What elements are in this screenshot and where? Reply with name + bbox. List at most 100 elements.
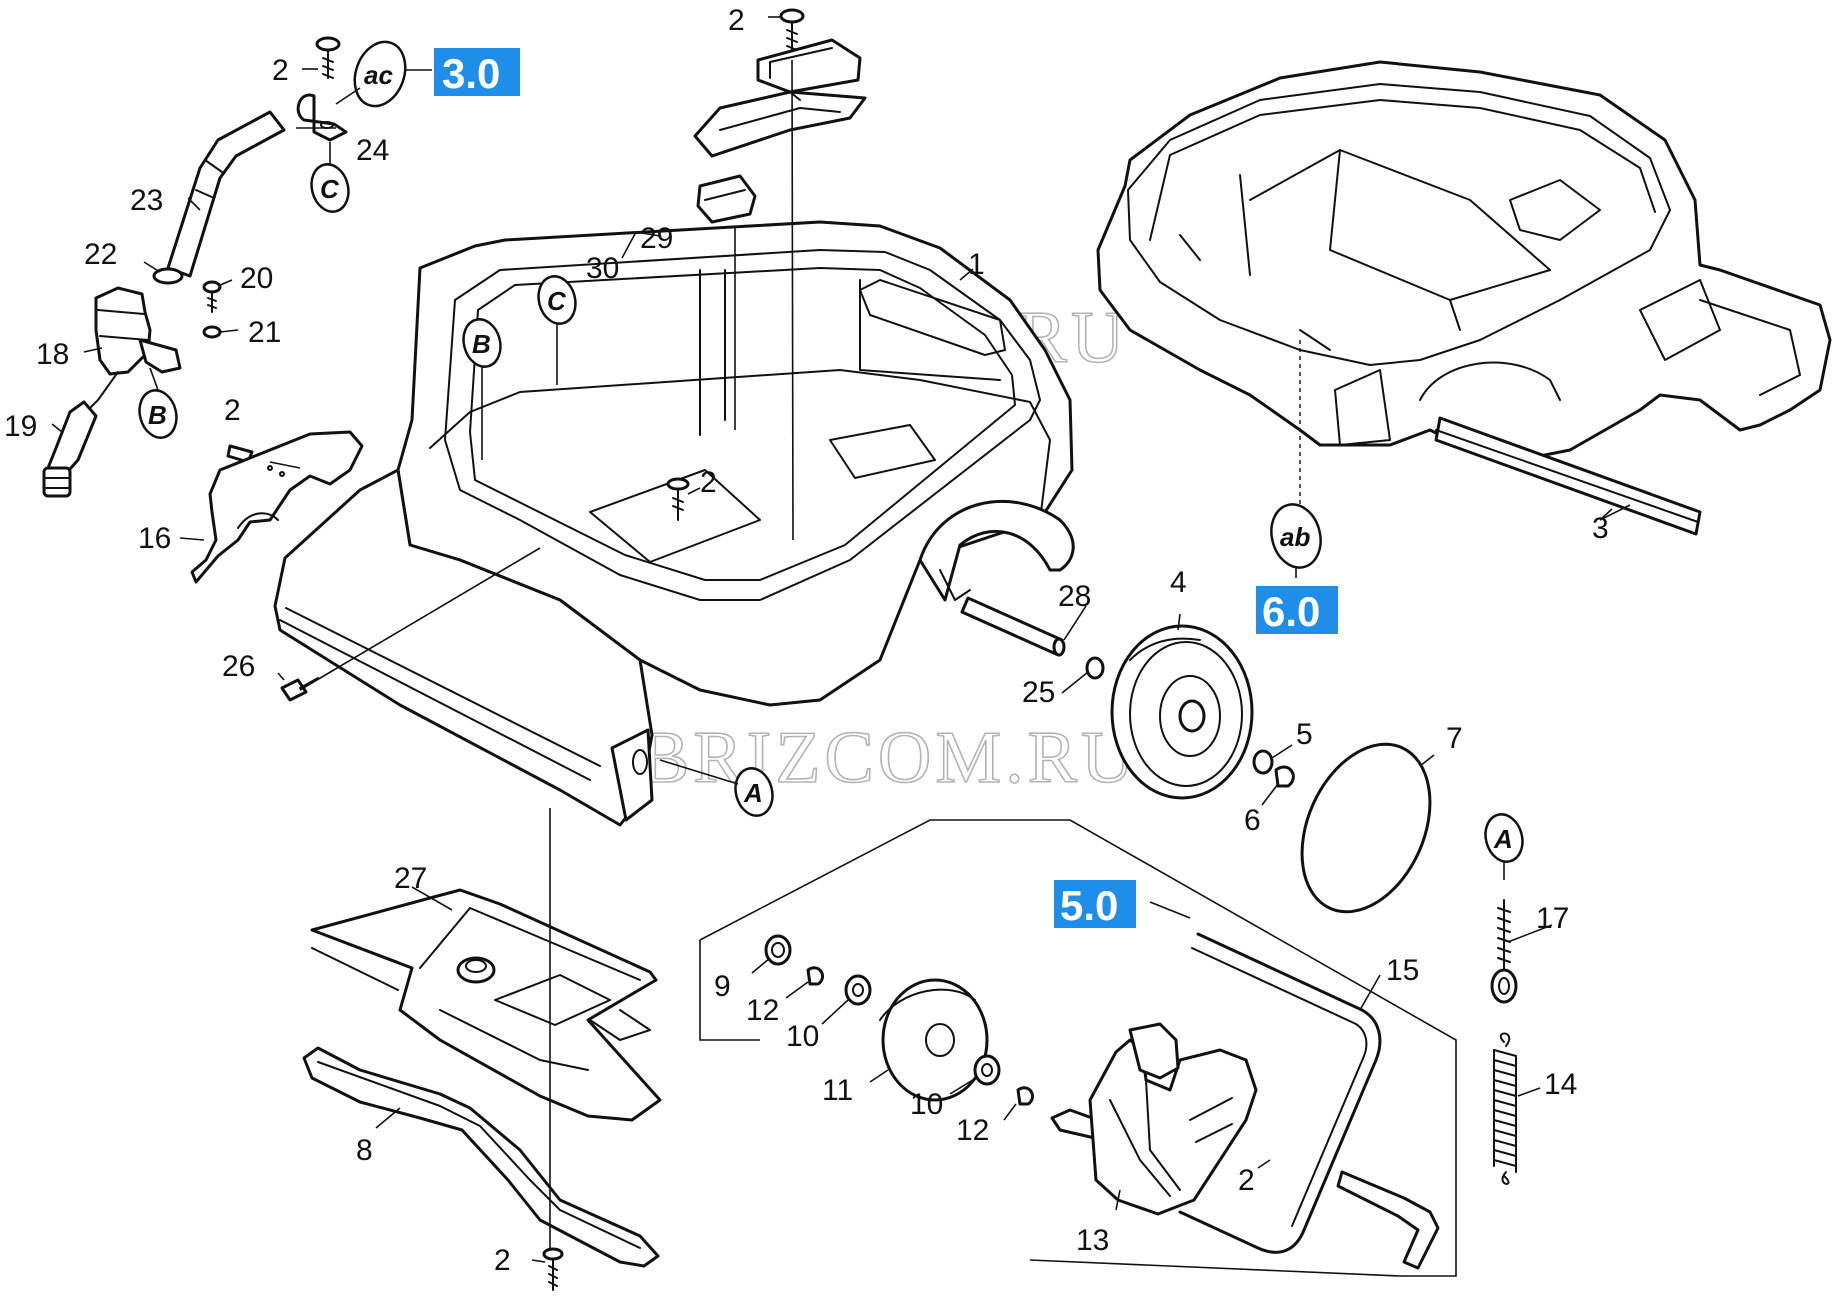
label-7: 7 (1446, 722, 1463, 755)
section-box-6-0: 6.0 (1256, 586, 1338, 635)
ref-B-left: B (138, 367, 178, 439)
label-12-upper: 12 (746, 994, 779, 1027)
part-17-eye-bolt (1490, 899, 1518, 1004)
label-2-hose: 2 (272, 54, 289, 87)
callout-numbers: 1 2 2 2 2 2 2 3 4 5 6 7 8 9 10 10 11 12 … (4, 4, 1609, 1277)
label-8: 8 (356, 1134, 373, 1167)
label-16: 16 (138, 522, 171, 555)
part-10-washer-lower (973, 1054, 1001, 1086)
part-28-axle (960, 596, 1066, 657)
watermark-lower: BRIZCOM.RU (640, 717, 1138, 799)
part-23-hose (166, 110, 286, 278)
label-26: 26 (222, 650, 255, 683)
part-5-washer (1252, 749, 1274, 775)
cover-plate-top (693, 38, 867, 224)
label-20: 20 (240, 262, 273, 295)
label-22: 22 (84, 238, 117, 271)
label-2-top: 2 (728, 4, 745, 37)
ref-C-top: C (310, 142, 350, 213)
svg-text:B: B (148, 400, 167, 430)
svg-text:C: C (547, 286, 567, 316)
ref-ab: ab (1270, 503, 1322, 578)
label-14: 14 (1544, 1068, 1577, 1101)
label-10-upper: 10 (786, 1020, 819, 1053)
connector-screw-plate (791, 59, 794, 541)
label-3: 3 (1592, 512, 1609, 545)
svg-text:C: C (320, 174, 340, 204)
svg-text:ac: ac (364, 60, 393, 90)
part-16-bracket-plate (190, 430, 364, 584)
front-bumper (273, 468, 654, 827)
ref-A-bumper: A (659, 759, 774, 817)
label-30: 30 (586, 252, 619, 285)
label-2-wheel-holder: 2 (1238, 1164, 1255, 1197)
screw-26 (280, 677, 319, 702)
label-11: 11 (822, 1074, 853, 1107)
part-18-valve (87, 286, 182, 411)
label-1: 1 (968, 248, 985, 281)
svg-text:3.0: 3.0 (442, 50, 500, 97)
label-2-bracket: 2 (224, 394, 241, 427)
part-8-seal-strip (302, 1046, 660, 1268)
part-12-clip-upper (806, 966, 824, 986)
label-13: 13 (1076, 1224, 1109, 1257)
screw-center (666, 477, 690, 521)
section-box-3-0: 3.0 (434, 48, 520, 97)
part-7-hubcap (1300, 742, 1432, 914)
svg-text:A: A (743, 778, 763, 808)
svg-text:ab: ab (1280, 522, 1310, 552)
label-21: 21 (248, 316, 281, 349)
label-4: 4 (1170, 566, 1187, 599)
part-25-ring (1085, 656, 1105, 680)
label-27: 27 (394, 862, 427, 895)
label-2-center: 2 (700, 466, 717, 499)
label-12-lower: 12 (956, 1114, 989, 1147)
part-10-washer-upper (844, 974, 872, 1006)
label-17: 17 (1536, 902, 1569, 935)
label-5: 5 (1296, 718, 1313, 751)
housing-shell-right (1096, 60, 1832, 462)
label-23: 23 (130, 184, 163, 217)
label-2-bottom: 2 (494, 1244, 511, 1277)
part-11-roller-wheel (879, 978, 989, 1102)
svg-text:6.0: 6.0 (1262, 588, 1320, 635)
svg-text:5.0: 5.0 (1060, 882, 1118, 929)
part-19-elbow (42, 400, 98, 498)
label-15: 15 (1386, 954, 1419, 987)
screw-20 (202, 280, 222, 313)
label-9: 9 (714, 970, 731, 1003)
screw-top-center (779, 8, 805, 51)
label-29: 29 (640, 222, 673, 255)
connector-front-screw (299, 547, 541, 691)
part-3-side-rail (1434, 416, 1702, 536)
part-9-nut (764, 934, 792, 966)
ref-B-housing: B (462, 318, 502, 368)
svg-text:A: A (1493, 824, 1513, 854)
leader-lines (51, 16, 1613, 1263)
label-25: 25 (1022, 676, 1055, 709)
ref-C-housing: C (537, 275, 577, 325)
label-6: 6 (1244, 804, 1261, 837)
part-13-wheel-holder (1088, 1022, 1258, 1216)
label-18: 18 (36, 338, 69, 371)
part-27-base-plate (310, 888, 662, 1122)
part-22-hose-clamp (152, 267, 184, 285)
label-24: 24 (356, 134, 389, 167)
part-14-spring (1493, 1032, 1517, 1185)
part-6-clip (1274, 765, 1295, 788)
part-4-wheel (1110, 624, 1254, 800)
connector-bracket-screw (269, 461, 301, 469)
ref-A-eye-bolt: A (1484, 813, 1524, 863)
part-12-clip-lower (1016, 1086, 1034, 1106)
part-21-washer (202, 325, 222, 339)
label-28: 28 (1058, 580, 1091, 613)
label-19: 19 (4, 410, 37, 443)
screw-top-left (315, 36, 341, 79)
section-box-5-0: 5.0 (1054, 880, 1191, 929)
screw-bottom (542, 1247, 564, 1291)
assembly-5-0-outline (699, 819, 1457, 1277)
svg-text:B: B (472, 329, 491, 359)
label-10-lower: 10 (910, 1088, 943, 1121)
ref-ac: ac (335, 40, 432, 108)
